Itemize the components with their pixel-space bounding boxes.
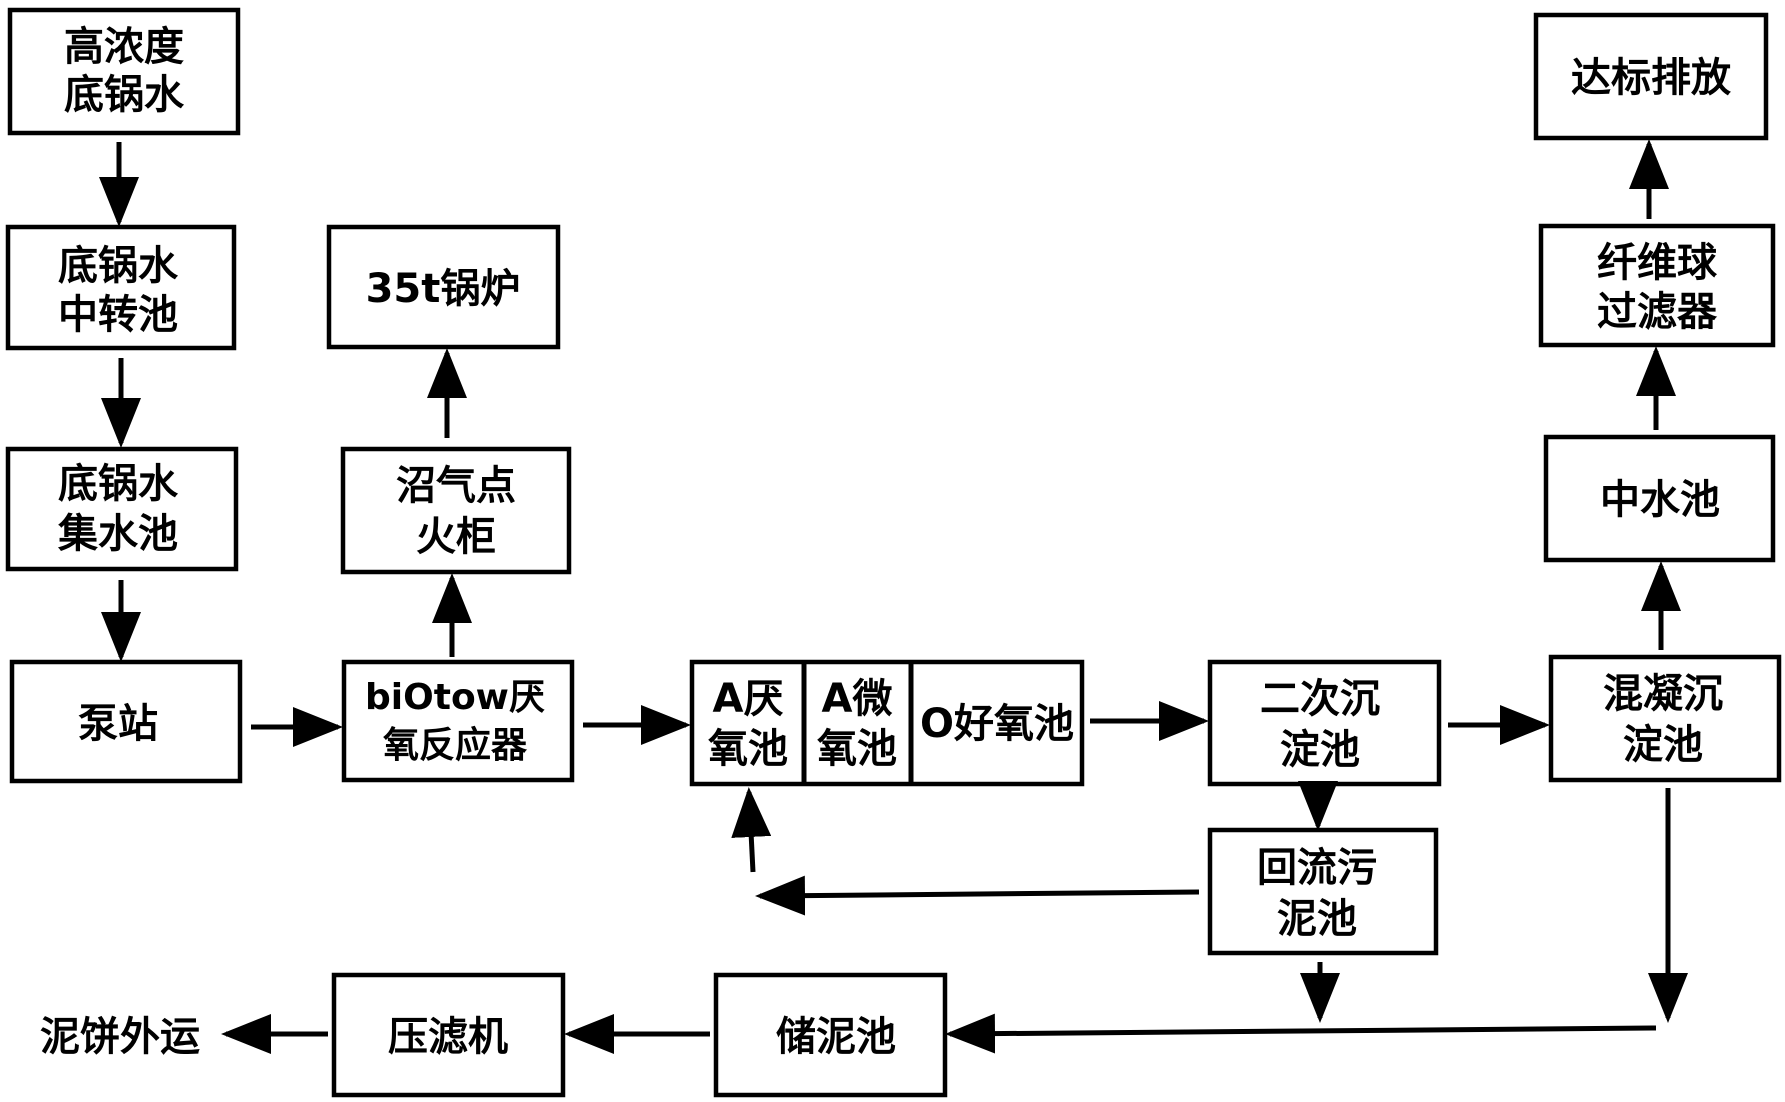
node-pump-station: 泵站 <box>9 659 243 784</box>
node-label-line: 二次沉 <box>1260 676 1380 722</box>
node-label-line: 集水池 <box>57 511 178 557</box>
node-label-line: 氧反应器 <box>383 725 528 766</box>
arrow-sludge-to-storage <box>945 1013 1657 1054</box>
node-label-line: 回流污 <box>1257 845 1377 891</box>
node-transfer-tank: 底锅水 中转池 <box>5 224 237 351</box>
node-label-line: 沼气点 <box>396 463 516 509</box>
node-filter-press: 压滤机 <box>331 972 566 1098</box>
node-label-line: 达标排放 <box>1571 55 1731 101</box>
node-label-line: 混凝沉 <box>1603 671 1723 717</box>
node-aao-tank: A厌 氧池 A微 氧池 O好氧池 <box>689 659 1085 787</box>
node-biogas-torch: 沼气点 火柜 <box>340 446 572 575</box>
node-collection-tank: 底锅水 集水池 <box>5 446 239 572</box>
node-label-line: 35t锅炉 <box>366 266 521 312</box>
node-secondary-sedimentation: 二次沉 淀池 <box>1207 659 1442 787</box>
node-label-line: 压滤机 <box>388 1014 508 1060</box>
node-high-conc-water: 高浓度 底锅水 <box>7 7 241 136</box>
node-sludge-cake-export: 泥饼外运 <box>40 1014 200 1060</box>
node-label-line: 底锅水 <box>58 243 179 289</box>
node-label-line: 泥池 <box>1277 896 1357 942</box>
node-label-line: 氧池 <box>817 726 897 772</box>
node-label-line: 火柜 <box>416 514 496 560</box>
node-label-line: 底锅水 <box>64 72 185 118</box>
node-label-line: 泵站 <box>78 701 158 747</box>
arrow-return-up-to-aao <box>731 787 772 873</box>
node-label-line: 储泥池 <box>776 1014 896 1060</box>
node-return-sludge-tank: 回流污 泥池 <box>1207 827 1439 956</box>
node-o-aerobic: O好氧池 <box>920 701 1074 747</box>
node-a-anaerobic: A厌 氧池 <box>708 676 788 772</box>
node-label-line: 淀池 <box>1280 727 1360 773</box>
node-reclaimed-water-tank: 中水池 <box>1543 434 1776 563</box>
node-label-line: biOtow厌 <box>365 677 545 718</box>
node-anaerobic-reactor: biOtow厌 氧反应器 <box>341 659 575 783</box>
node-label-line: 淀池 <box>1623 722 1703 768</box>
node-label-line: A微 <box>822 676 893 722</box>
node-fiber-ball-filter: 纤维球 过滤器 <box>1538 223 1776 348</box>
node-label-line: 过滤器 <box>1597 289 1718 335</box>
node-label-line: O好氧池 <box>920 701 1074 747</box>
arrow-return-leftward <box>755 875 1200 916</box>
node-label-line: 氧池 <box>708 726 788 772</box>
node-label-line: 中转池 <box>58 292 178 338</box>
node-label-line: 泥饼外运 <box>40 1014 200 1060</box>
node-coagulation-sedimentation: 混凝沉 淀池 <box>1548 654 1782 783</box>
node-sludge-storage-tank: 储泥池 <box>713 972 948 1098</box>
node-boiler: 35t锅炉 <box>326 224 561 350</box>
node-label-line: 纤维球 <box>1597 240 1718 286</box>
node-label-line: 底锅水 <box>58 461 179 507</box>
node-a-micro-aerobic: A微 氧池 <box>817 676 897 772</box>
node-label-line: A厌 <box>713 676 784 722</box>
node-label-line: 中水池 <box>1600 477 1720 523</box>
node-compliant-discharge: 达标排放 <box>1533 12 1769 141</box>
node-label-line: 高浓度 <box>64 24 184 70</box>
